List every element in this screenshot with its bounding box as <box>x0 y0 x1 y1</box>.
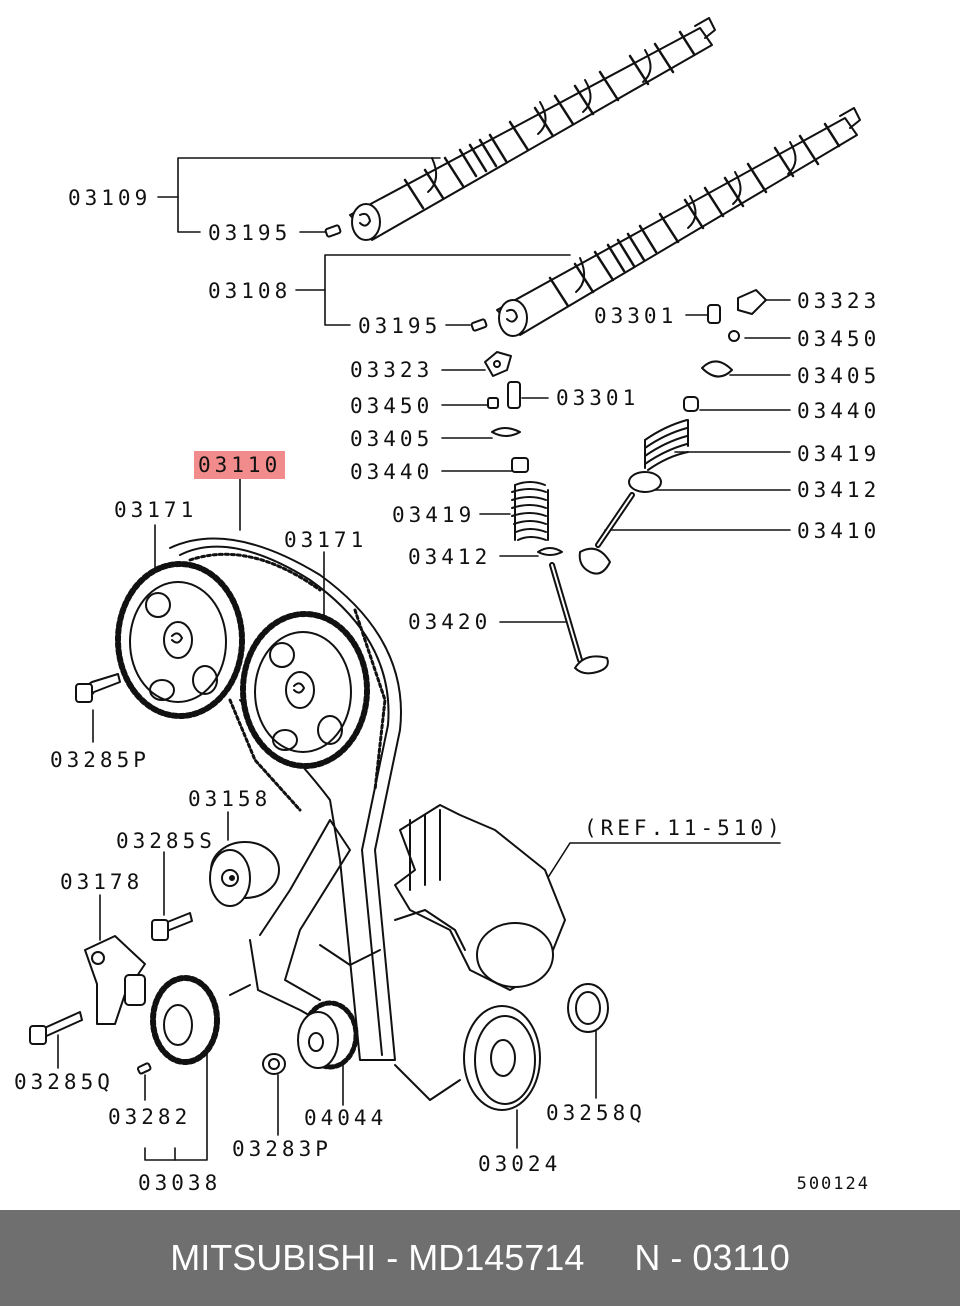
footer-part-info: MITSUBISHI - MD145714 N - 03110 <box>170 1237 790 1278</box>
label-03405-left: 03405 <box>350 427 434 451</box>
label-03301-right: 03301 <box>594 304 678 328</box>
label-03285S: 03285S <box>116 829 216 853</box>
bolt-03285S <box>151 912 193 941</box>
label-03109: 03109 <box>68 186 152 210</box>
parts-diagram: 03109 03195 03108 03195 03301 03323 0345… <box>14 17 881 1195</box>
label-03285Q: 03285Q <box>14 1070 114 1094</box>
label-03258Q: 03258Q <box>546 1101 646 1125</box>
valve-spring-left <box>511 481 549 541</box>
valve-train-right <box>578 289 767 575</box>
label-03412-right: 03412 <box>797 478 881 502</box>
label-03038: 03038 <box>138 1171 222 1195</box>
label-03178: 03178 <box>60 870 144 894</box>
label-03450-left: 03450 <box>350 394 434 418</box>
diagram-drawing <box>29 17 861 1161</box>
crank-sprocket <box>150 975 220 1065</box>
idler-pulley <box>297 1000 359 1070</box>
tensioner-pulley <box>209 841 280 907</box>
cam-sprocket-left <box>115 561 245 719</box>
label-03440-right: 03440 <box>797 399 881 423</box>
label-03195-lower: 03195 <box>358 314 442 338</box>
label-ref-11-510: (REF.11-510) <box>584 816 784 840</box>
label-03323-left: 03323 <box>350 358 434 382</box>
label-03285P: 03285P <box>50 748 150 772</box>
oil-pump-housing <box>229 804 566 1101</box>
nut-03283P <box>262 1053 286 1075</box>
label-04044: 04044 <box>304 1106 388 1130</box>
label-03450-right: 03450 <box>797 327 881 351</box>
label-03419-left: 03419 <box>392 503 476 527</box>
label-03158: 03158 <box>188 787 272 811</box>
valve-spring-right <box>644 419 689 471</box>
label-03108: 03108 <box>208 279 292 303</box>
figure-number: 500124 <box>796 1174 870 1194</box>
tensioner-arm <box>84 935 146 1025</box>
label-03195-upper: 03195 <box>208 221 292 245</box>
label-03171-right: 03171 <box>284 528 368 552</box>
bolt-03285Q <box>29 1011 83 1045</box>
label-03171-left: 03171 <box>114 498 198 522</box>
label-03283P: 03283P <box>232 1137 332 1161</box>
cam-sprocket-right <box>240 611 370 769</box>
camshaft-upper <box>349 17 716 241</box>
label-03412-left: 03412 <box>408 545 492 569</box>
label-03282: 03282 <box>108 1105 192 1129</box>
camshaft-lower <box>496 107 861 337</box>
crank-flange <box>463 1005 541 1111</box>
label-03410: 03410 <box>797 519 881 543</box>
oil-seal <box>567 983 609 1033</box>
label-03420: 03420 <box>408 610 492 634</box>
valve-train-left <box>484 351 609 675</box>
label-03110-highlighted: 03110 <box>194 451 286 479</box>
label-03323-right: 03323 <box>797 289 881 313</box>
bolt-03285P <box>75 673 121 703</box>
leader-lines <box>57 157 791 1161</box>
label-03440-left: 03440 <box>350 460 434 484</box>
label-03419-right: 03419 <box>797 442 881 466</box>
label-03301-left: 03301 <box>556 386 640 410</box>
label-03024: 03024 <box>478 1152 562 1176</box>
label-03405-right: 03405 <box>797 364 881 388</box>
footer-bar: MITSUBISHI - MD145714 N - 03110 <box>0 1210 960 1306</box>
